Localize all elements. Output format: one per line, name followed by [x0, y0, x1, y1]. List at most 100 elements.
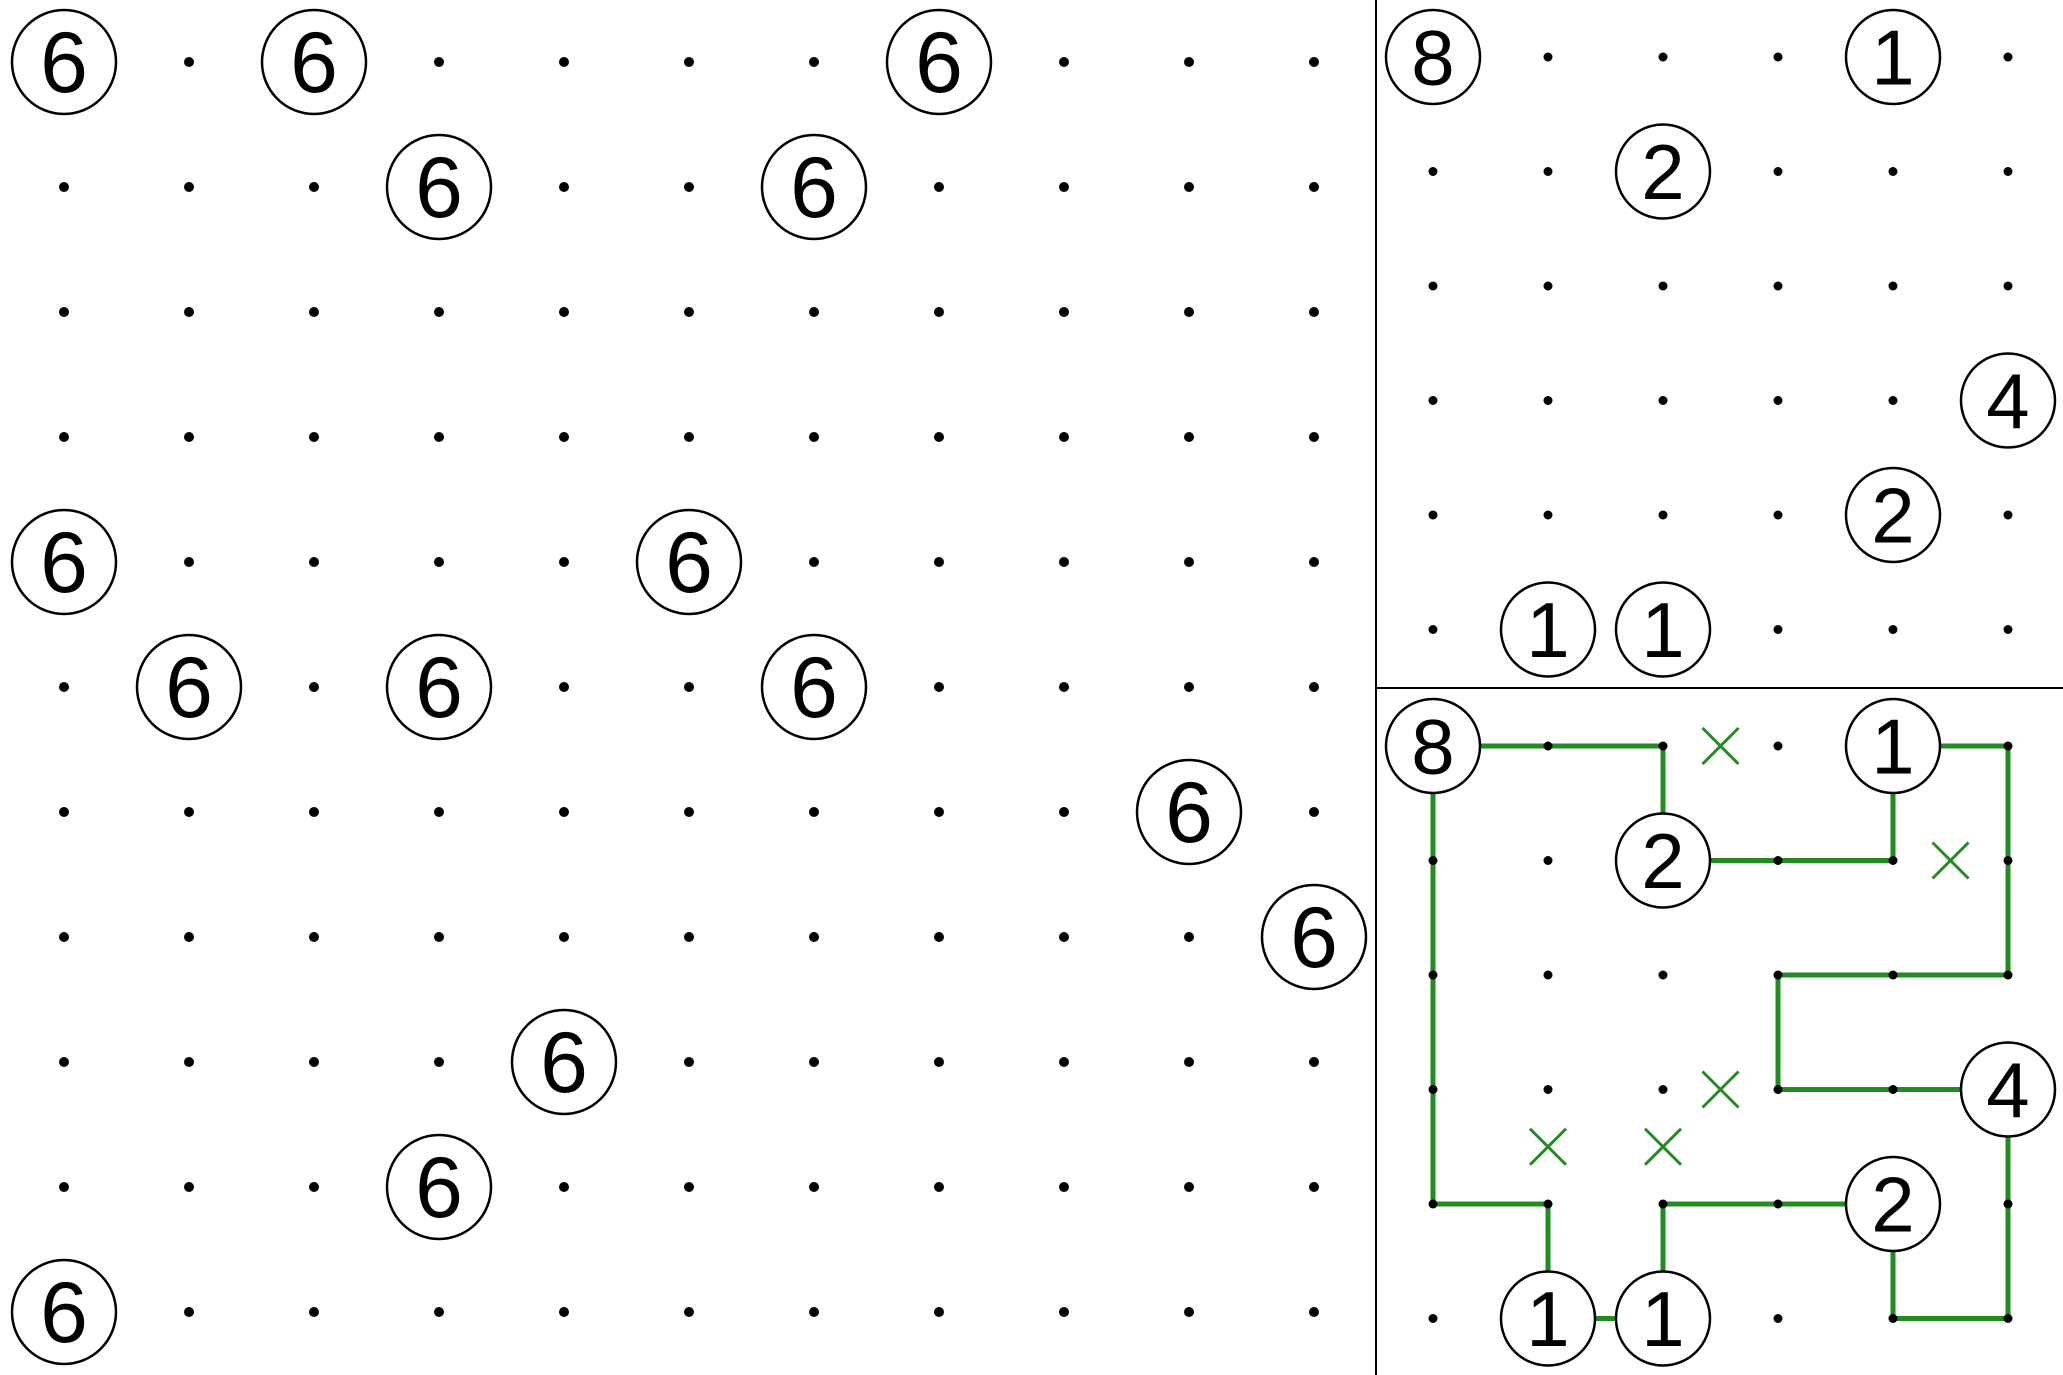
grid-dot	[1658, 1085, 1668, 1094]
grid-dot	[1309, 307, 1319, 317]
clue-number: 1	[1871, 702, 1914, 790]
clue-circle[interactable]: 8	[1384, 697, 1482, 795]
grid-dot	[1773, 970, 1783, 980]
grid-dot	[559, 682, 569, 692]
grid-dot	[2003, 167, 2013, 176]
grid-dot	[1543, 741, 1553, 751]
grid-dot	[1184, 682, 1194, 692]
grid-dot	[809, 57, 819, 67]
grid-dot	[934, 307, 944, 317]
clue-number: 4	[1986, 357, 2029, 445]
grid-dot	[1543, 1199, 1553, 1209]
grid-dot	[184, 1307, 194, 1317]
grid-dot	[684, 182, 694, 192]
grid-dot	[1059, 307, 1069, 317]
grid-dot	[184, 57, 194, 67]
grid-dot	[184, 932, 194, 942]
grid-dot	[309, 432, 319, 442]
clue-number: 8	[1411, 702, 1454, 790]
grid-dot	[684, 1182, 694, 1192]
clue-number: 6	[790, 140, 838, 236]
grid-dot	[309, 932, 319, 942]
clue-circle[interactable]: 6	[385, 1133, 493, 1241]
grid-dot	[684, 1307, 694, 1317]
clue-circle[interactable]: 1	[1499, 1270, 1597, 1367]
grid-dot	[184, 432, 194, 442]
clue-circle[interactable]: 1	[1614, 581, 1712, 678]
grid-dot	[1658, 281, 1668, 291]
grid-dot	[1184, 1307, 1194, 1317]
clue-number: 6	[415, 1140, 463, 1236]
grid-dot	[1059, 682, 1069, 692]
clue-circle[interactable]: 1	[1614, 1270, 1712, 1367]
grid-dot	[1184, 1057, 1194, 1067]
clue-circle[interactable]: 6	[885, 8, 993, 116]
grid-dot	[1184, 57, 1194, 67]
clue-circle[interactable]: 6	[385, 133, 493, 241]
grid-dot	[309, 1307, 319, 1317]
clue-number: 2	[1871, 1160, 1914, 1248]
grid-dot	[1428, 856, 1438, 865]
grid-dot	[434, 57, 444, 67]
grid-dot	[1773, 1085, 1783, 1094]
grid-dot	[59, 432, 69, 442]
clue-circle[interactable]: 8	[1384, 8, 1482, 106]
clue-number: 2	[1641, 128, 1684, 216]
clue-circle[interactable]: 6	[760, 633, 868, 741]
grid-dot	[1184, 932, 1194, 942]
grid-dot	[184, 182, 194, 192]
grid-dot	[809, 432, 819, 442]
grid-dot	[1184, 1182, 1194, 1192]
clue-circle[interactable]: 6	[760, 133, 868, 241]
clue-circle[interactable]: 6	[510, 1008, 618, 1116]
grid-dot	[1428, 167, 1438, 176]
grid-dot	[1309, 57, 1319, 67]
clue-circle[interactable]: 1	[1844, 697, 1942, 795]
clue-circle[interactable]: 1	[1844, 8, 1942, 106]
grid-dot	[1773, 856, 1783, 865]
clue-circle[interactable]: 6	[135, 633, 243, 741]
grid-dot	[559, 307, 569, 317]
clue-number: 6	[540, 1015, 588, 1111]
grid-dot	[809, 807, 819, 817]
grid-dot	[559, 557, 569, 567]
grid-dot	[1773, 625, 1783, 634]
clue-number: 6	[790, 640, 838, 736]
clue-circle[interactable]: 2	[1614, 123, 1712, 220]
clue-circle[interactable]: 1	[1499, 581, 1597, 678]
grid-dot	[1543, 1085, 1553, 1094]
grid-dot	[1059, 807, 1069, 817]
grid-dot	[2003, 970, 2013, 980]
clue-circle[interactable]: 6	[635, 508, 743, 616]
clue-circle[interactable]: 6	[10, 1258, 118, 1366]
grid-dot	[59, 182, 69, 192]
clue-number: 2	[1871, 471, 1914, 559]
grid-dot	[559, 1182, 569, 1192]
grid-dot	[184, 807, 194, 817]
clue-circle[interactable]: 2	[1614, 812, 1712, 909]
grid-dot	[1658, 52, 1668, 62]
clue-circle[interactable]: 6	[260, 8, 368, 116]
grid-dot	[184, 307, 194, 317]
clue-circle[interactable]: 6	[1135, 758, 1243, 866]
grid-dot	[559, 932, 569, 942]
clue-circle[interactable]: 4	[1959, 352, 2057, 449]
grid-dot	[1658, 510, 1668, 520]
clue-number: 1	[1526, 1275, 1569, 1363]
grid-dot	[809, 1182, 819, 1192]
grid-dot	[434, 807, 444, 817]
grid-dot	[184, 557, 194, 567]
grid-dot	[1059, 932, 1069, 942]
clue-circle[interactable]: 6	[10, 8, 118, 116]
clue-circle[interactable]: 6	[10, 508, 118, 616]
grid-dot	[1543, 167, 1553, 176]
clue-circle[interactable]: 2	[1844, 1155, 1942, 1253]
clue-circle[interactable]: 6	[1260, 883, 1368, 991]
grid-dot	[1543, 510, 1553, 520]
clue-circle[interactable]: 2	[1844, 466, 1942, 564]
grid-dot	[1059, 57, 1069, 67]
clue-circle[interactable]: 6	[385, 633, 493, 741]
clue-circle[interactable]: 4	[1959, 1041, 2057, 1138]
grid-dot	[2003, 1199, 2013, 1209]
grid-dot	[2003, 856, 2013, 865]
